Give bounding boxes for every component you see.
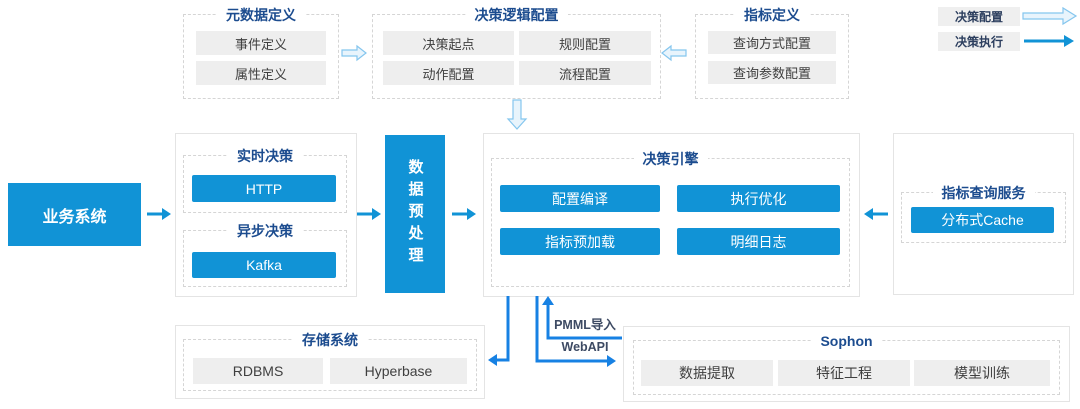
config-compile-box: 配置编译: [500, 185, 660, 212]
kafka-box: Kafka: [192, 252, 336, 278]
hollow-left-arrow-indicator-to-logic: [661, 44, 687, 62]
detail-log-box: 明细日志: [677, 228, 840, 255]
hollow-down-arrow-logic-to-engine: [506, 99, 528, 130]
hyperbase-chip: Hyperbase: [330, 358, 467, 384]
action-config-chip: 动作配置: [383, 61, 514, 85]
pmml-import-label: PMML导入: [554, 318, 616, 332]
rule-config-chip: 规则配置: [519, 31, 651, 55]
sophon-panel: Sophon 数据提取 特征工程 模型训练: [623, 326, 1070, 402]
indicator-definition-panel: 指标定义 查询方式配置 查询参数配置: [695, 5, 849, 99]
business-system-box: 业务系统: [8, 183, 141, 246]
realtime-decision-title: 实时决策: [228, 146, 302, 166]
data-preprocess-box: 数据预处理: [385, 135, 445, 293]
arrow-query-to-engine: [864, 208, 888, 220]
rdbms-chip: RDBMS: [193, 358, 323, 384]
decision-engine-inner-group: 决策引擎 配置编译 执行优化 指标预加载 明细日志: [491, 149, 850, 287]
sophon-title: Sophon: [811, 331, 882, 351]
event-definition-chip: 事件定义: [196, 31, 326, 55]
distributed-cache-box: 分布式Cache: [911, 207, 1054, 233]
indicator-query-inner-group: 指标查询服务 分布式Cache: [901, 183, 1066, 243]
storage-system-panel: 存储系统 RDBMS Hyperbase: [175, 325, 485, 399]
decision-logic-config-title: 决策逻辑配置: [465, 5, 568, 25]
indicator-query-service-panel: 指标查询服务 分布式Cache: [893, 133, 1074, 295]
realtime-decision-group: 实时决策 HTTP: [183, 146, 347, 213]
query-mode-config-chip: 查询方式配置: [708, 31, 836, 54]
webapi-label: WebAPI: [561, 340, 609, 354]
arrow-business-to-access: [147, 208, 171, 220]
access-layer-panel: 实时决策 HTTP 异步决策 Kafka: [175, 133, 357, 297]
arrow-access-to-preprocess: [357, 208, 381, 220]
legend-decision-execution-label: 决策执行: [938, 32, 1020, 51]
data-extract-chip: 数据提取: [641, 360, 773, 386]
decision-logic-config-panel: 决策逻辑配置 决策起点 规则配置 动作配置 流程配置: [372, 5, 661, 99]
storage-inner-group: 存储系统 RDBMS Hyperbase: [183, 330, 477, 391]
query-param-config-chip: 查询参数配置: [708, 61, 836, 84]
decision-start-chip: 决策起点: [383, 31, 514, 55]
execution-optimize-box: 执行优化: [677, 185, 840, 212]
indicator-query-service-title: 指标查询服务: [932, 183, 1035, 203]
http-box: HTTP: [192, 175, 336, 202]
storage-system-title: 存储系统: [293, 330, 367, 350]
model-training-chip: 模型训练: [914, 360, 1050, 386]
business-system-label: 业务系统: [42, 208, 107, 226]
legend-solid-right-arrow: [1024, 35, 1074, 47]
feature-engineering-chip: 特征工程: [778, 360, 910, 386]
arrow-preprocess-to-engine: [452, 208, 476, 220]
legend-hollow-right-arrow: [1022, 6, 1078, 26]
decision-engine-title: 决策引擎: [633, 149, 708, 169]
data-preprocess-label: 数据预处理: [406, 159, 424, 269]
sophon-inner-group: Sophon 数据提取 特征工程 模型训练: [633, 331, 1060, 395]
attribute-definition-chip: 属性定义: [196, 61, 326, 85]
async-decision-title: 异步决策: [228, 221, 302, 241]
flow-engine-to-storage: [488, 296, 510, 366]
hollow-right-arrow-metadata-to-logic: [341, 44, 367, 62]
indicator-preload-box: 指标预加载: [500, 228, 660, 255]
decision-engine-panel: 决策引擎 配置编译 执行优化 指标预加载 明细日志: [483, 133, 860, 297]
async-decision-group: 异步决策 Kafka: [183, 221, 347, 287]
process-config-chip: 流程配置: [519, 61, 651, 85]
indicator-definition-title: 指标定义: [735, 5, 809, 25]
metadata-definition-panel: 元数据定义 事件定义 属性定义: [183, 5, 339, 99]
metadata-definition-title: 元数据定义: [217, 5, 305, 25]
legend-decision-config-label: 决策配置: [938, 7, 1020, 26]
